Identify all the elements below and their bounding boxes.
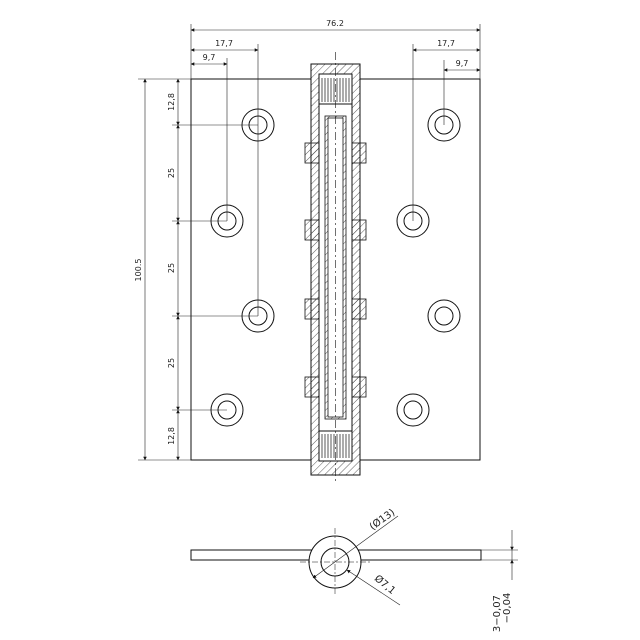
dim-top-edge: 12,8 [167, 93, 176, 111]
screw-hole-icon [427, 299, 461, 333]
right-leaf-holes [396, 108, 461, 427]
dim-left-outer: 17,7 [215, 39, 233, 48]
dim-right-inner: 9,7 [456, 59, 469, 68]
dim-left-inner: 9,7 [203, 53, 216, 62]
dim-thickness-upper: 3−0,07 [492, 595, 503, 632]
dim-spacing-2: 25 [167, 263, 176, 273]
left-leaf [190, 78, 312, 461]
dim-pin-diameter: Ø7,1 [372, 572, 398, 596]
knuckle-barrel [304, 52, 367, 484]
dim-overall-height: 100.5 [134, 259, 143, 282]
screw-hole-icon [396, 393, 430, 427]
side-leaf-left [190, 549, 315, 561]
left-dimensions: 100.5 12,8 25 25 25 12,8 [134, 78, 258, 461]
dim-overall-width: 76.2 [326, 19, 344, 28]
side-leaf-right [356, 549, 482, 561]
side-view: (Ø13) Ø7,1 3−0,07 −0,04 [190, 506, 518, 632]
dim-thickness: 3−0,07 −0,04 [492, 592, 513, 632]
dim-bottom-edge: 12,8 [167, 427, 176, 445]
dim-right-outer: 17,7 [437, 39, 455, 48]
top-dimensions: 76.2 17,7 9,7 17,7 9,7 [190, 19, 481, 316]
right-leaf [359, 78, 481, 461]
dim-spacing-1: 25 [167, 168, 176, 178]
dim-spacing-3: 25 [167, 358, 176, 368]
dim-thickness-lower: −0,04 [502, 593, 513, 624]
front-view [190, 52, 481, 484]
